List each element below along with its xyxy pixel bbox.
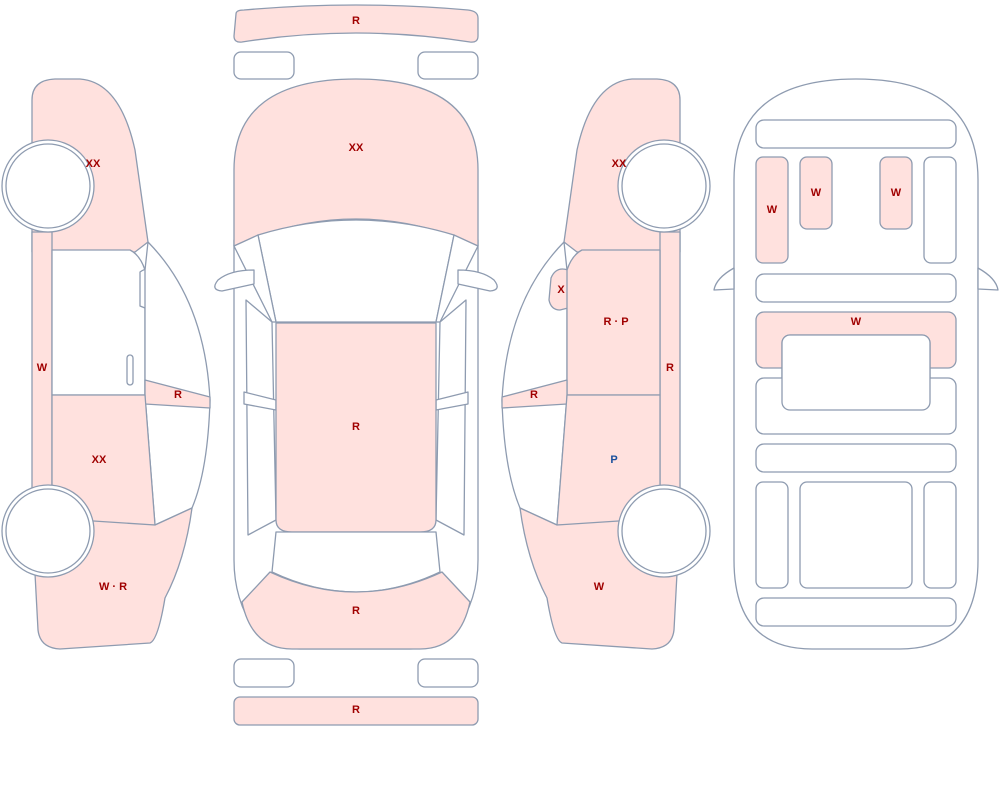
trunk-lid[interactable]	[241, 571, 471, 650]
left-mirror-top[interactable]	[214, 269, 255, 292]
code-left-rear-quarter: W · R	[99, 581, 127, 593]
code-right-pillar: R	[530, 389, 538, 401]
left-rear-wheel-inner	[5, 488, 91, 574]
rear-bumper[interactable]	[233, 696, 479, 726]
floor-spare-well[interactable]	[799, 481, 913, 589]
left-side-view: XX W R XX W · R	[1, 78, 211, 650]
floor-left-ear	[713, 267, 735, 291]
code-left-rear-door: XX	[92, 454, 107, 466]
floor-left-pillar[interactable]	[755, 156, 789, 264]
code-right-rear-quarter: W	[594, 581, 605, 593]
floor-right-ear	[977, 267, 999, 291]
right-mirror-top[interactable]	[457, 269, 498, 292]
right-front-wheel-inner	[621, 143, 707, 229]
code-floor-right-seat: W	[891, 187, 902, 199]
left-front-wheel-inner	[5, 143, 91, 229]
code-right-front-door: R · P	[603, 316, 628, 328]
code-floor-left-pillar: W	[767, 204, 778, 216]
left-a-pillar	[233, 234, 277, 323]
code-right-rear-door: P	[610, 454, 617, 466]
floor-right-seat[interactable]	[879, 156, 913, 230]
front-bumper[interactable]	[233, 4, 479, 43]
code-right-mirror: X	[557, 284, 565, 296]
rear-left-taillight[interactable]	[233, 658, 295, 688]
right-side-view: XX X R · P R R P W	[501, 78, 711, 650]
code-rear-bumper: R	[352, 704, 360, 716]
left-side-glass	[245, 299, 277, 536]
code-floor-left-seat: W	[811, 187, 822, 199]
right-rocker-panel[interactable]	[659, 231, 681, 518]
floor-left-seat[interactable]	[799, 156, 833, 230]
rear-right-taillight[interactable]	[417, 658, 479, 688]
floor-rear-left-rail[interactable]	[755, 481, 789, 589]
code-trunk-lid: R	[352, 605, 360, 617]
floor-view: W W W W	[713, 78, 999, 650]
hood[interactable]	[233, 78, 479, 247]
floor-dash-beam[interactable]	[755, 273, 957, 303]
front-left-headlight[interactable]	[233, 51, 295, 80]
right-side-glass	[435, 299, 467, 536]
right-rear-wheel-inner	[621, 488, 707, 574]
left-rocker-panel[interactable]	[31, 231, 53, 518]
code-right-rocker: R	[666, 362, 674, 374]
floor-rear-panel[interactable]	[755, 597, 957, 627]
floor-center-tunnel-top[interactable]	[781, 334, 931, 411]
front-right-headlight[interactable]	[417, 51, 479, 80]
code-floor-crossmember: W	[851, 316, 862, 328]
floor-rear-beam[interactable]	[755, 443, 957, 473]
floor-front-crossmember[interactable]	[755, 119, 957, 149]
top-view: R XX R R R	[214, 4, 498, 726]
right-front-door[interactable]	[566, 249, 661, 396]
right-a-pillar	[435, 234, 479, 323]
code-front-bumper: R	[352, 15, 360, 27]
code-left-rocker: W	[37, 362, 48, 374]
floor-right-pillar[interactable]	[923, 156, 957, 264]
code-hood: XX	[349, 142, 364, 154]
code-right-front-fender: XX	[612, 158, 627, 170]
floor-rear-right-rail[interactable]	[923, 481, 957, 589]
code-left-pillar: R	[174, 389, 182, 401]
windshield[interactable]	[257, 219, 455, 323]
code-roof: R	[352, 421, 360, 433]
code-left-front-fender: XX	[86, 158, 101, 170]
left-door-handle-front[interactable]	[126, 354, 134, 386]
right-mirror[interactable]	[548, 268, 569, 311]
